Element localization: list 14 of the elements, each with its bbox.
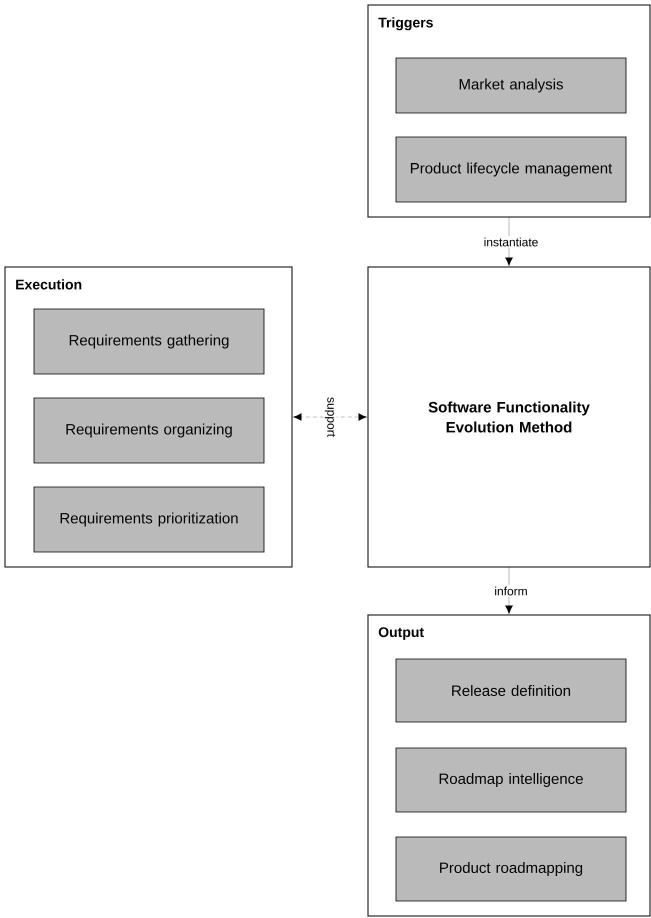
edge-label: instantiate [482,236,540,248]
activity-box: Product lifecycle management [396,136,626,202]
activity-box: Market analysis [396,58,626,114]
method-box: Software Functionality Evolution Method [368,266,650,568]
edge-label: inform [492,585,530,597]
activity-box: Product roadmapping [396,836,626,902]
activity-box: Release definition [396,658,626,722]
activity-box: Roadmap intelligence [396,748,626,812]
arrow [293,413,367,421]
activity-box: Requirements gathering [34,308,264,374]
activity-box: Requirements prioritization [34,486,264,552]
arrow [505,217,513,266]
edge-label: support [323,396,337,439]
activity-box: Requirements organizing [34,398,264,464]
